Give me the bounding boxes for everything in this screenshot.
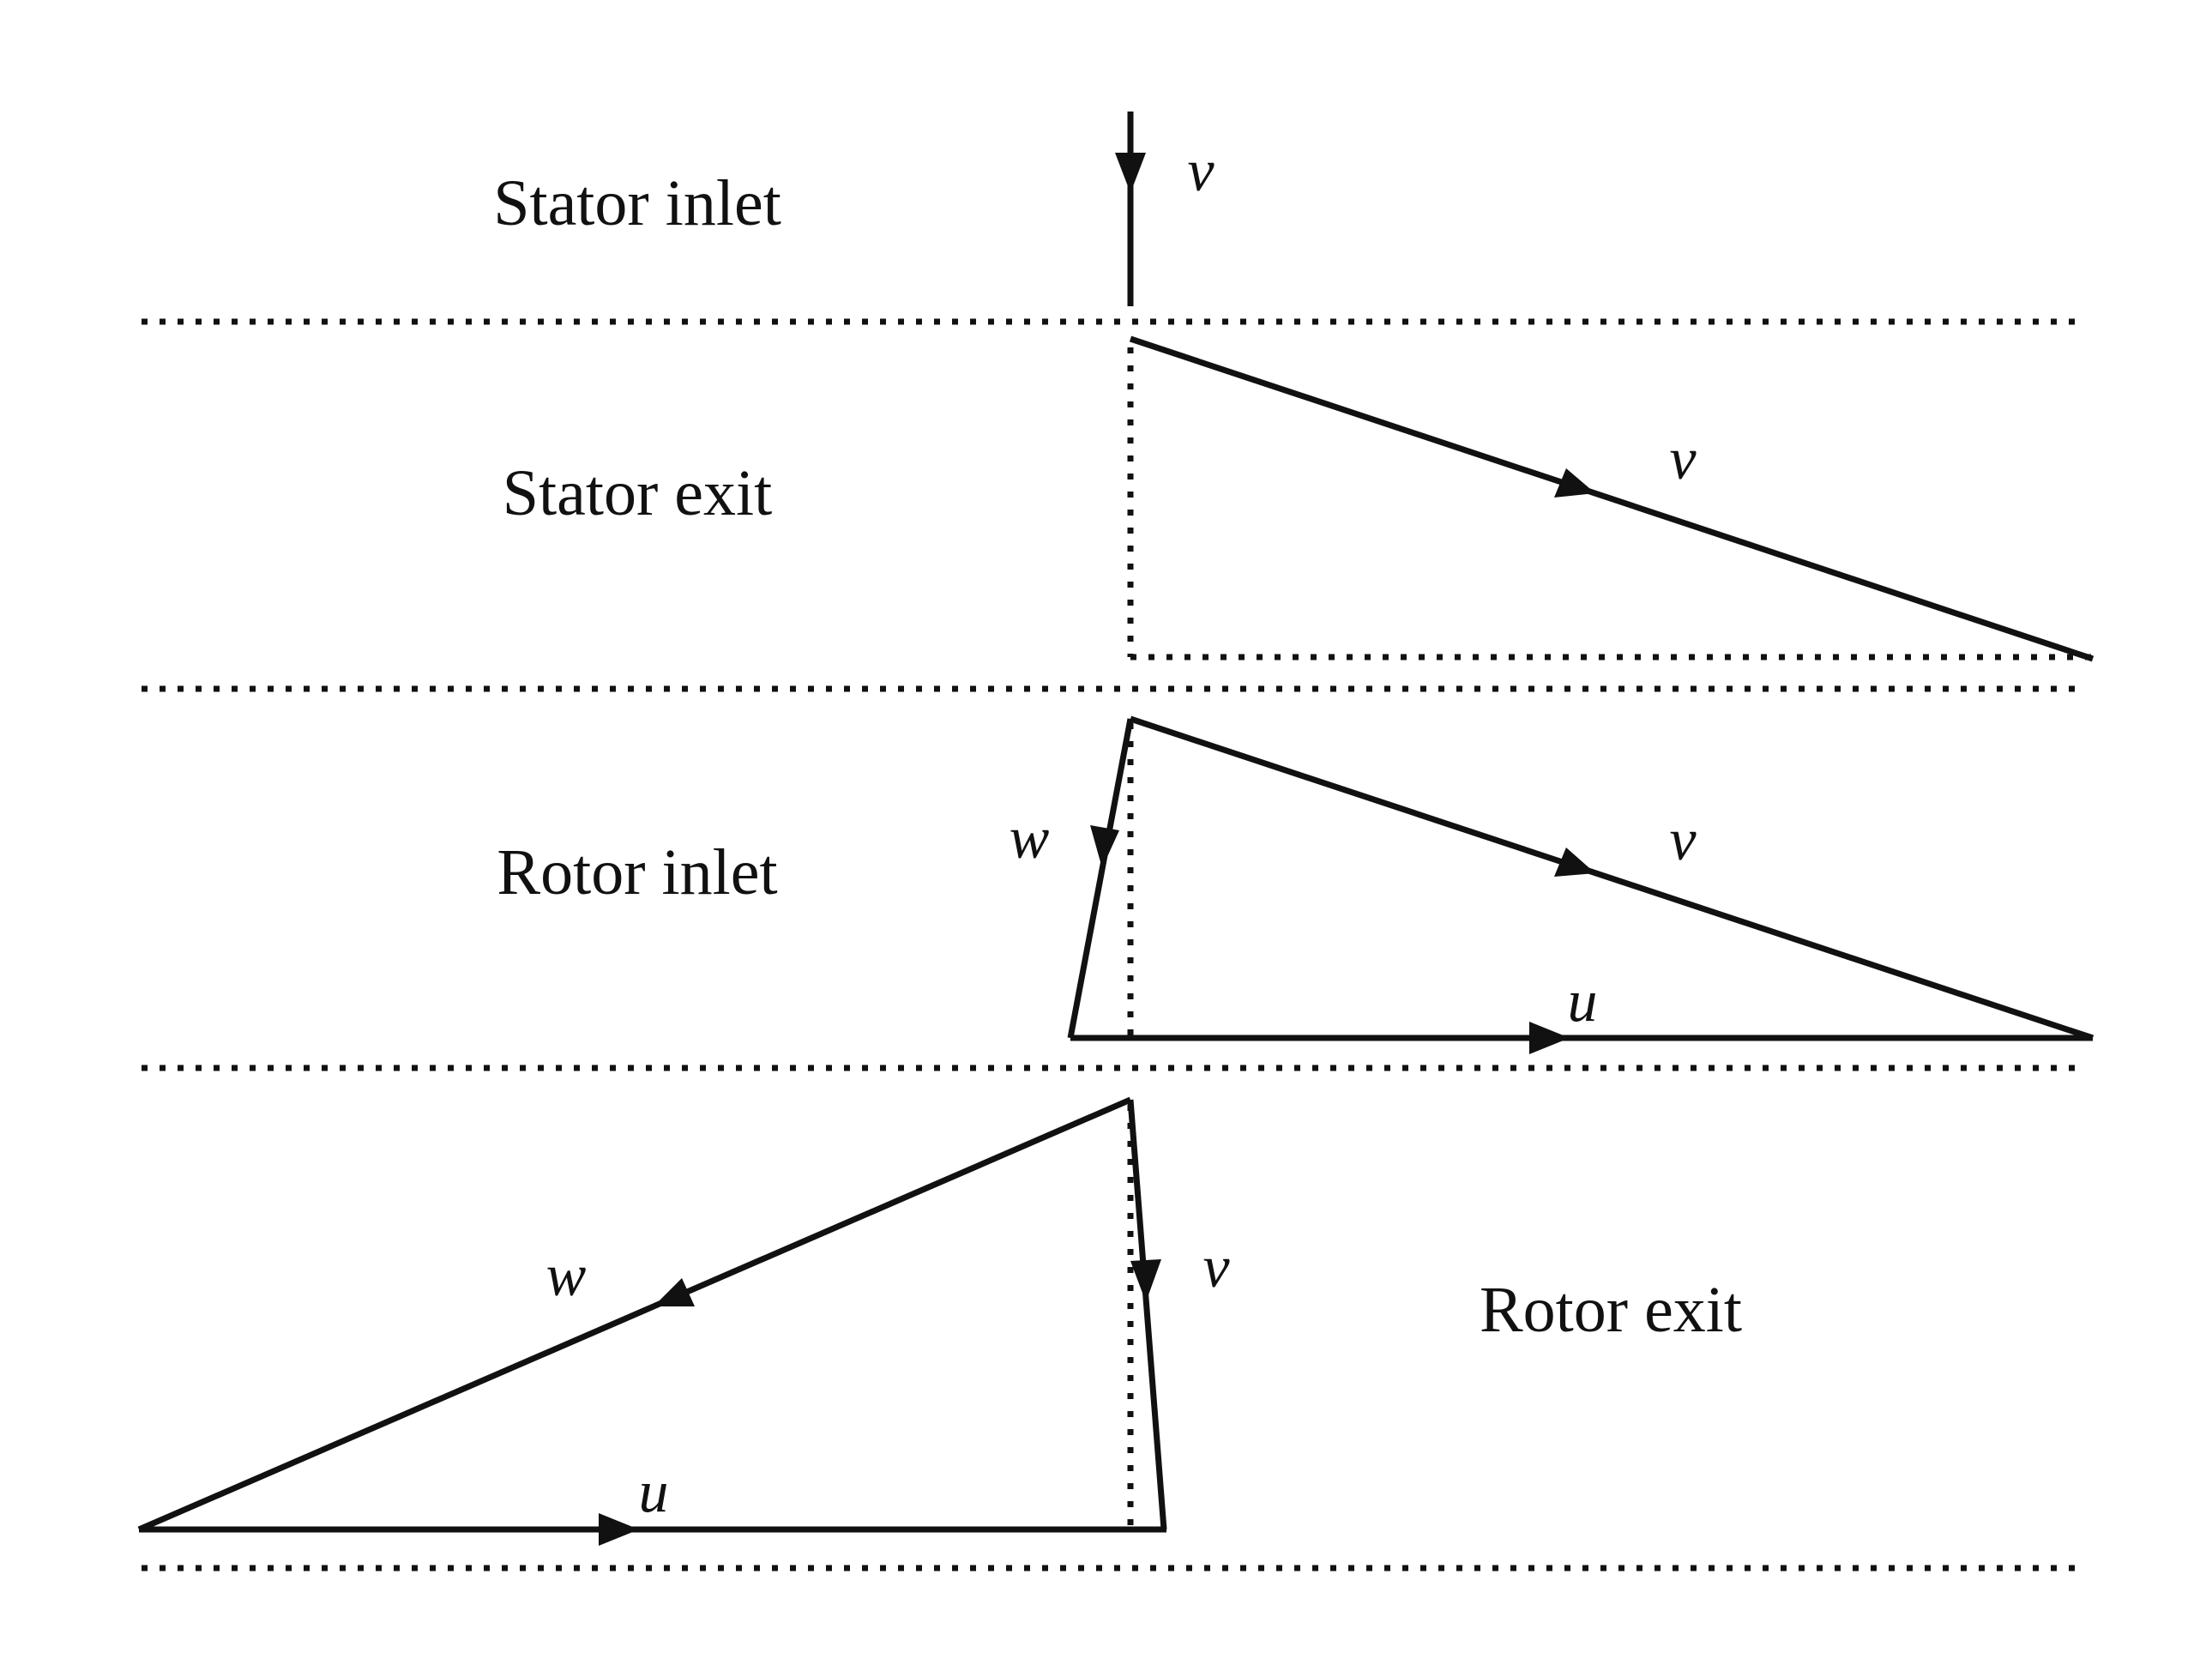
stator-inlet-triangle: v bbox=[1115, 112, 1214, 306]
rotor-exit-v-arrowhead bbox=[1130, 1259, 1161, 1302]
section-label-rotor-inlet: Rotor inlet bbox=[497, 836, 777, 908]
rotor-inlet-v-arrowhead bbox=[1554, 848, 1595, 877]
rotor-inlet-u-label: u bbox=[1568, 968, 1598, 1035]
section-label-rotor-exit: Rotor exit bbox=[1480, 1274, 1742, 1346]
rotor-exit-u-arrowhead bbox=[599, 1513, 639, 1546]
rotor-exit-triangle: v w u bbox=[137, 1096, 1230, 1546]
rotor-inlet-v-label: v bbox=[1669, 807, 1697, 873]
rotor-exit-w-vector bbox=[137, 1096, 1132, 1533]
stator-exit-v-arrowhead bbox=[1554, 468, 1595, 498]
stator-exit-v-vector bbox=[1129, 335, 2094, 662]
rotor-inlet-w-label: w bbox=[1010, 805, 1050, 872]
rotor-exit-v-label: v bbox=[1202, 1234, 1230, 1300]
rotor-exit-v-vector bbox=[1127, 1099, 1167, 1530]
rotor-inlet-triangle: v w u bbox=[1010, 715, 2094, 1054]
stator-inlet-v-arrowhead bbox=[1115, 153, 1146, 193]
stator-exit-v-label: v bbox=[1669, 426, 1697, 492]
rotor-exit-w-label: w bbox=[546, 1243, 587, 1309]
stator-inlet-v-label: v bbox=[1187, 138, 1214, 204]
section-label-stator-inlet: Stator inlet bbox=[493, 167, 781, 239]
rotor-inlet-w-arrowhead bbox=[1090, 825, 1119, 868]
rotor-inlet-v-vector bbox=[1129, 715, 2094, 1041]
stator-exit-triangle: v bbox=[1127, 335, 2094, 662]
section-label-stator-exit: Stator exit bbox=[503, 457, 773, 529]
rotor-exit-u-label: u bbox=[639, 1459, 669, 1525]
rotor-exit-w-arrowhead bbox=[654, 1278, 695, 1306]
rotor-inlet-u-arrowhead bbox=[1529, 1022, 1570, 1054]
rotor-inlet-w-vector bbox=[1067, 718, 1134, 1039]
